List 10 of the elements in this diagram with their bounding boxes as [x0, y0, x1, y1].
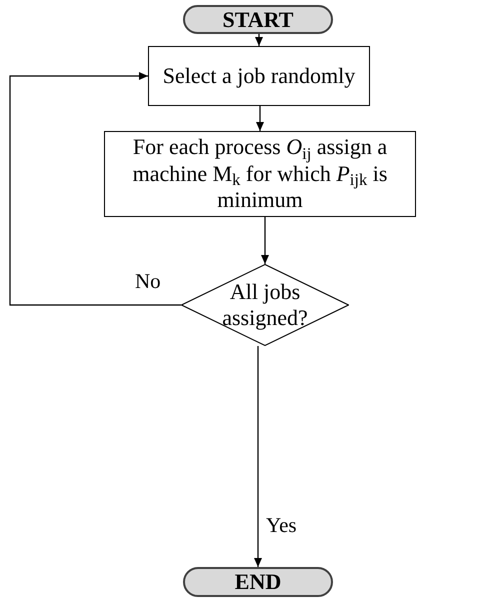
process-box: For each process O$_{ij}$ assign a machine M$_{k}$ for which P$_{ijk}$ is minimum — [104, 131, 416, 217]
arrow — [256, 106, 264, 131]
arrow — [261, 217, 269, 264]
arrow — [255, 34, 263, 46]
arrow — [9, 72, 181, 306]
process-box: Select a job randomly — [148, 46, 370, 106]
terminal-pill: START — [183, 5, 333, 34]
decision-diamond: All jobs assigned? — [181, 264, 349, 346]
terminal-pill: END — [183, 567, 333, 597]
arrow — [254, 346, 262, 567]
